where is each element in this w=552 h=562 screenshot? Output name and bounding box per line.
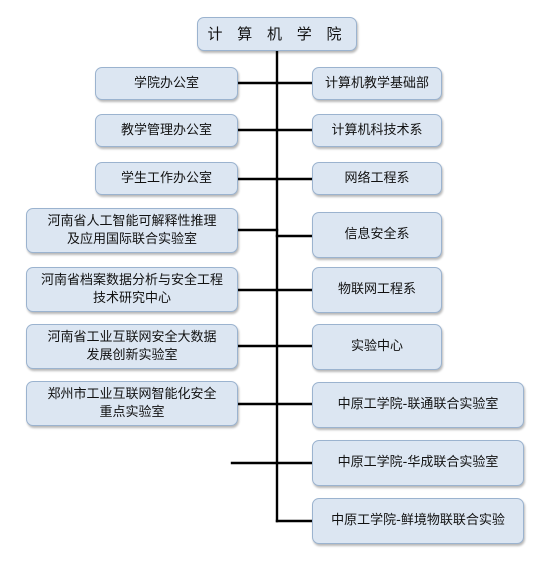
left-unit-1: 学院办公室 [95, 67, 238, 100]
left-unit-label: 郑州市工业互联网智能化安全 重点实验室 [47, 386, 217, 420]
right-unit-4: 信息安全系 [312, 212, 442, 258]
right-unit-label: 中原工学院-鲜境物联联合实验 [331, 513, 505, 528]
left-unit-label: 河南省人工智能可解释性推理 及应用国际联合实验室 [47, 213, 217, 247]
left-unit-4: 河南省人工智能可解释性推理 及应用国际联合实验室 [26, 208, 238, 253]
right-unit-label: 计算机科技术系 [331, 122, 423, 138]
left-unit-label: 学生工作办公室 [120, 170, 212, 186]
left-unit-3: 学生工作办公室 [95, 162, 238, 195]
left-unit-6: 河南省工业互联网安全大数据 发展创新实验室 [26, 324, 238, 369]
right-unit-label: 网络工程系 [344, 170, 410, 186]
right-unit-2: 计算机科技术系 [312, 114, 442, 147]
right-unit-8: 中原工学院-华成联合实验室 [312, 440, 524, 486]
right-unit-1: 计算机教学基础部 [312, 67, 442, 100]
right-unit-6: 实验中心 [312, 324, 442, 370]
left-unit-label: 河南省工业互联网安全大数据 发展创新实验室 [47, 329, 217, 363]
right-unit-label: 中原工学院-华成联合实验室 [337, 455, 499, 470]
right-unit-5: 物联网工程系 [312, 267, 442, 313]
right-unit-label: 信息安全系 [344, 227, 410, 242]
right-unit-label: 物联网工程系 [337, 282, 416, 297]
right-unit-label: 计算机教学基础部 [324, 75, 429, 91]
left-unit-label: 学院办公室 [133, 75, 199, 91]
left-unit-7: 郑州市工业互联网智能化安全 重点实验室 [26, 381, 238, 426]
college-root-label: 计 算 机 学 院 [207, 25, 347, 43]
right-unit-7: 中原工学院-联通联合实验室 [312, 382, 524, 428]
right-unit-9: 中原工学院-鲜境物联联合实验 [312, 498, 524, 544]
right-unit-label: 中原工学院-联通联合实验室 [337, 397, 499, 412]
left-unit-label: 河南省档案数据分析与安全工程 技术研究中心 [40, 272, 223, 306]
right-unit-label: 实验中心 [350, 339, 403, 354]
right-unit-3: 网络工程系 [312, 162, 442, 195]
left-unit-label: 教学管理办公室 [120, 122, 212, 138]
left-unit-5: 河南省档案数据分析与安全工程 技术研究中心 [26, 267, 238, 312]
college-root-box: 计 算 机 学 院 [197, 17, 357, 51]
left-unit-2: 教学管理办公室 [95, 114, 238, 147]
